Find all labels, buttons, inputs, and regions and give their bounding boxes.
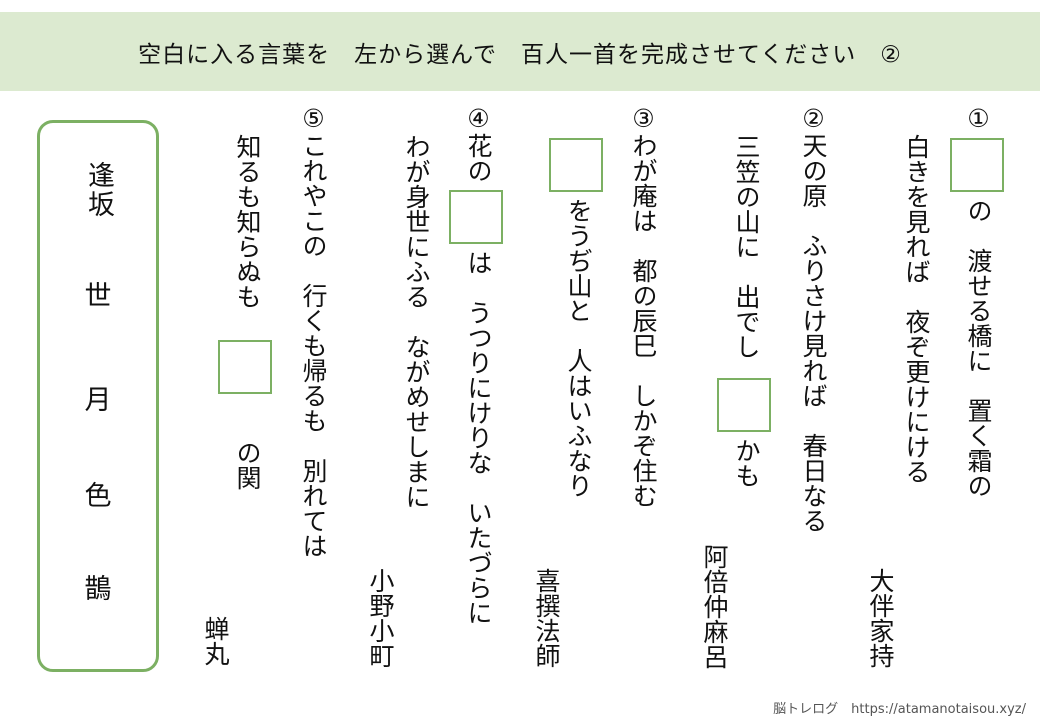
choice-item[interactable]: 月 bbox=[40, 384, 156, 418]
poem-4-line2: わが身世にふる ながめせしまに bbox=[402, 134, 431, 509]
choice-item[interactable]: 色 bbox=[40, 480, 156, 514]
choice-label: 逢坂 bbox=[83, 161, 114, 219]
poem-1-line2: 白きを見れば 夜ぞ更けにける bbox=[902, 134, 931, 484]
poem-1-blank[interactable] bbox=[950, 138, 1004, 192]
poem-3-line1: ③わが庵は 都の辰巳 しかぞ住む bbox=[629, 104, 658, 508]
poem-2-blank[interactable] bbox=[717, 378, 771, 432]
choice-label: 月 bbox=[84, 385, 112, 416]
choice-item[interactable]: 逢坂 bbox=[40, 161, 156, 228]
choice-item[interactable]: 鵲 bbox=[40, 573, 156, 607]
poem-5-line2-before: 知るも知らぬも bbox=[233, 134, 262, 309]
poem-2-line1: ②天の原 ふりさけ見れば 春日なる bbox=[799, 104, 828, 533]
poem-4-line1-before: ④花の bbox=[464, 104, 493, 183]
page-title: 空白に入る言葉を 左から選んで 百人一首を完成させてください ② bbox=[138, 41, 902, 68]
footer-credit: 脳トレログ https://atamanotaisou.xyz/ bbox=[773, 702, 1026, 717]
poem-5-line2-after: の関 bbox=[233, 440, 262, 490]
poem-5-line1: ⑤これやこの 行くも帰るも 別れては bbox=[299, 104, 328, 558]
poem-5-blank[interactable] bbox=[218, 340, 272, 394]
poem-5-author: 蝉丸 bbox=[201, 616, 230, 666]
poem-4-line1-after: は うつりにけりな いたづらに bbox=[464, 250, 493, 625]
choice-label: 鵲 bbox=[84, 574, 112, 605]
choice-label: 色 bbox=[84, 481, 112, 512]
poem-4-blank[interactable] bbox=[449, 190, 503, 244]
poem-3-line2: をうぢ山と 人はいふなり bbox=[564, 198, 593, 498]
poem-1-number: ① bbox=[964, 104, 993, 133]
poem-1-author: 大伴家持 bbox=[866, 568, 895, 668]
poem-2-line2-before: 三笠の山に 出でし bbox=[732, 134, 761, 359]
choice-label: 世 bbox=[84, 281, 112, 312]
poem-3-blank[interactable] bbox=[549, 138, 603, 192]
choices-box: 逢坂 世 月 色 鵲 bbox=[37, 120, 159, 672]
poem-1-line1: の 渡せる橋に 置く霜の bbox=[964, 198, 993, 498]
poem-4-author: 小野小町 bbox=[366, 568, 395, 668]
poem-2-line2-after: かも bbox=[732, 438, 761, 488]
choice-item[interactable]: 世 bbox=[40, 280, 156, 314]
poem-3-author: 喜撰法師 bbox=[532, 568, 561, 668]
title-banner: 空白に入る言葉を 左から選んで 百人一首を完成させてください ② bbox=[0, 12, 1040, 91]
poem-2-author: 阿倍仲麻呂 bbox=[700, 544, 729, 669]
